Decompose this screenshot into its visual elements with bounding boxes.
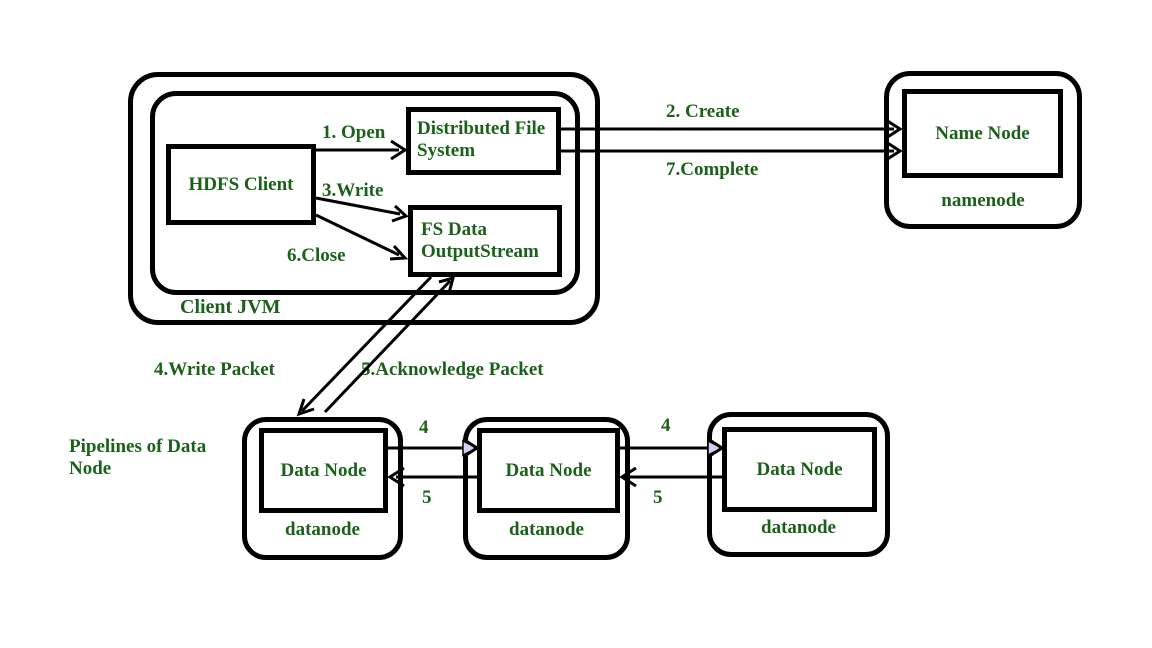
edge-label-write: 3.Write bbox=[322, 180, 384, 201]
edge-label-write-packet: 4.Write Packet bbox=[154, 359, 275, 380]
pipe1-write-num: 4 bbox=[419, 417, 429, 438]
fs-data-output-stream-node: FS Data OutputStream bbox=[408, 205, 562, 277]
datanode1-label: Data Node bbox=[280, 459, 367, 481]
pipeline-label: Pipelines of Data Node bbox=[69, 436, 207, 479]
datanode3: Data Node bbox=[722, 427, 877, 512]
datanode2: Data Node bbox=[477, 428, 620, 513]
edge-label-open: 1. Open bbox=[322, 122, 386, 143]
datanode2-caption: datanode bbox=[509, 519, 584, 540]
datanode1-caption: datanode bbox=[285, 519, 360, 540]
datanode1: Data Node bbox=[259, 428, 388, 513]
client-jvm-label: Client JVM bbox=[180, 296, 281, 318]
edge-label-ack-packet: 5.Acknowledge Packet bbox=[361, 359, 544, 380]
pipe2-write-num: 4 bbox=[661, 415, 671, 436]
pipe2-ack-num: 5 bbox=[653, 487, 663, 508]
namenode-caption: namenode bbox=[941, 190, 1025, 211]
hdfs-client-label: HDFS Client bbox=[188, 173, 294, 195]
name-node-label: Name Node bbox=[935, 122, 1030, 144]
edge-label-create: 2. Create bbox=[666, 101, 740, 122]
hdfs-client-node: HDFS Client bbox=[166, 144, 316, 225]
edge-label-complete: 7.Complete bbox=[666, 159, 759, 180]
datanode3-caption: datanode bbox=[761, 517, 836, 538]
datanode2-label: Data Node bbox=[505, 459, 592, 481]
datanode3-label: Data Node bbox=[756, 458, 843, 480]
arrow-complete bbox=[561, 140, 903, 162]
edge-label-close: 6.Close bbox=[287, 245, 346, 266]
pipe1-ack-num: 5 bbox=[422, 487, 432, 508]
name-node: Name Node bbox=[902, 89, 1063, 178]
fs-data-output-stream-label: FS Data OutputStream bbox=[421, 219, 539, 262]
distributed-file-system-label: Distributed File System bbox=[417, 118, 546, 161]
distributed-file-system-node: Distributed File System bbox=[406, 107, 561, 175]
